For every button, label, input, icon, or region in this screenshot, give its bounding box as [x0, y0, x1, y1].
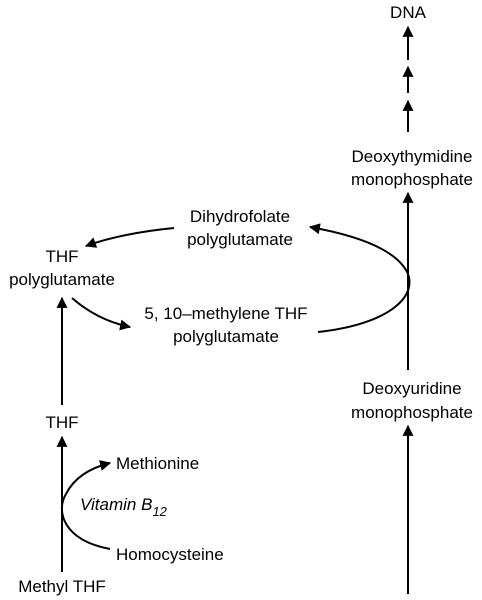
dna-label: DNA: [390, 3, 427, 22]
vitamin-b12-text: Vitamin B: [80, 495, 152, 514]
deoxyuridine-label-line2: monophosphate: [351, 403, 473, 422]
vitamin-b12-subscript: 12: [152, 504, 167, 519]
methyl-thf-label: Methyl THF: [18, 577, 106, 596]
arrow-methylene-to-dihydrofolate: [308, 223, 411, 333]
dihydrofolate-label-line1: Dihydrofolate: [190, 207, 290, 226]
arrow-thf-polyglutamate-to-methylene: [71, 297, 132, 331]
thf-polyglutamate-label-line1: THF: [45, 247, 78, 266]
homocysteine-label: Homocysteine: [116, 545, 224, 564]
deoxythymidine-label-line1: Deoxythymidine: [352, 147, 473, 166]
methionine-label: Methionine: [116, 454, 199, 473]
vitamin-b12-label: Vitamin B12: [80, 495, 168, 519]
arrow-homocysteine-to-methionine: [61, 460, 112, 550]
methylene-thf-label-line1: 5, 10–methylene THF: [144, 304, 307, 323]
thf-polyglutamate-label-line2: polyglutamate: [9, 270, 115, 289]
dihydrofolate-label-line2: polyglutamate: [187, 230, 293, 249]
methylene-thf-label-line2: polyglutamate: [173, 327, 279, 346]
thf-label: THF: [45, 413, 78, 432]
deoxythymidine-label-line2: monophosphate: [351, 170, 473, 189]
arrow-dihydrofolate-to-thf-polyglutamate: [84, 227, 175, 248]
deoxyuridine-label-line1: Deoxyuridine: [362, 379, 461, 398]
